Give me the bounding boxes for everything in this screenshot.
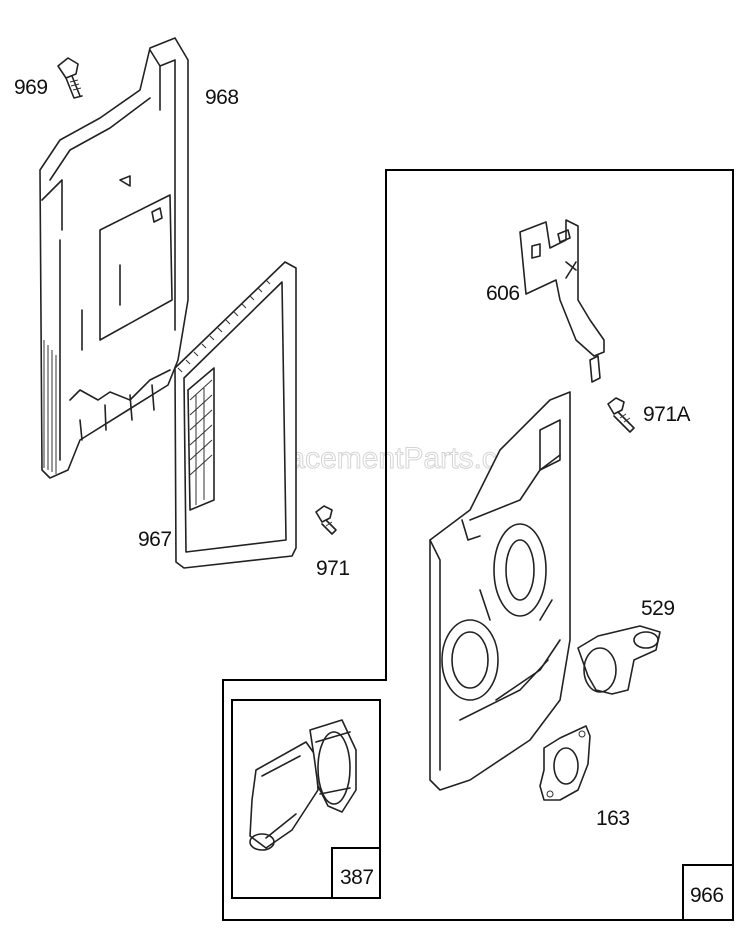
bracket-606-icon [519, 219, 605, 383]
label-163: 163 [596, 807, 630, 830]
gasket-163-icon [539, 725, 591, 801]
air-cleaner-base-968-icon [39, 37, 189, 479]
label-967: 967 [138, 528, 172, 551]
label-529: 529 [641, 597, 675, 620]
elbow-tube-529-icon [577, 625, 661, 695]
label-968: 968 [205, 86, 239, 109]
label-969: 969 [14, 76, 48, 99]
label-971: 971 [316, 557, 350, 580]
label-box-387 [331, 847, 381, 899]
label-966: 966 [690, 884, 724, 907]
housing-966-icon [429, 391, 571, 791]
air-filter-967-icon [174, 261, 297, 569]
intake-cap-387-icon [249, 719, 357, 851]
label-606: 606 [486, 282, 520, 305]
label-387: 387 [340, 866, 374, 889]
assembly-box-966 [222, 169, 734, 921]
assembly-box-387 [231, 699, 381, 899]
screw-971-icon [315, 505, 337, 535]
label-971a: 971A [643, 403, 691, 426]
screw-969-icon [57, 57, 83, 99]
label-box-966 [682, 864, 734, 921]
screw-971a-icon [607, 397, 635, 433]
